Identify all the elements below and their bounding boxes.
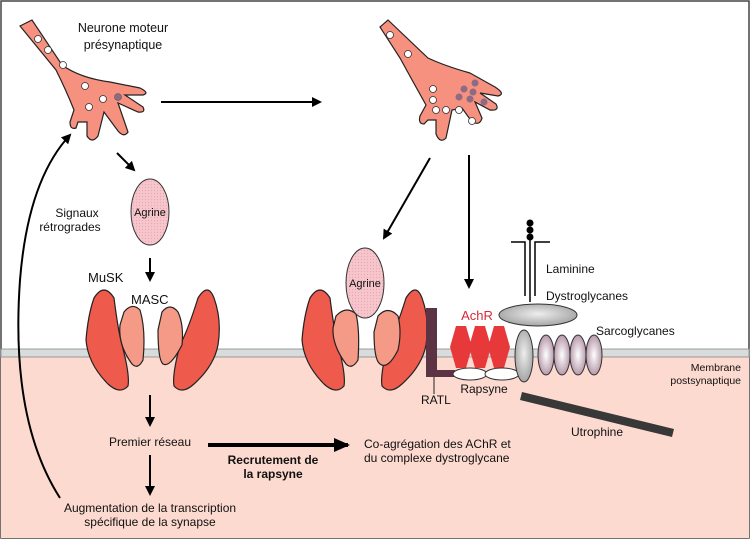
achr-receptors	[450, 326, 510, 368]
neuron-label-line1: Neurone moteur	[78, 21, 168, 35]
coagregation-label-line2: du complexe dystroglycane	[364, 451, 510, 465]
recrutement-label-line1: Recrutement de	[228, 453, 319, 467]
dystroglycanes-label: Dystroglycanes	[546, 289, 628, 303]
signaux-label-line2: rétrogrades	[39, 220, 100, 234]
arrow-retrograde-signals	[17, 133, 72, 499]
agrine-right-label: Agrine	[349, 278, 381, 290]
membrane-label-line1: Membrane	[691, 362, 741, 374]
rapsyne-label: Rapsyne	[460, 382, 508, 396]
masc-label: MASC	[131, 292, 169, 307]
agrine-right	[345, 247, 385, 319]
recrutement-label-line2: la rapsyne	[243, 467, 303, 481]
signaux-label-line1: Signaux	[55, 206, 98, 220]
membrane-label-line2: postsynaptique	[670, 375, 741, 387]
dystroglycane-beta	[514, 329, 534, 383]
utrophine-bar	[520, 392, 674, 437]
utrophine-label: Utrophine	[571, 425, 623, 439]
agrine-left-label: Agrine	[134, 207, 166, 219]
arrow-neuron-to-agrine	[116, 152, 136, 172]
presynaptic-neuron-right	[379, 19, 502, 141]
arrow-neuron-to-agrine-right	[383, 157, 431, 240]
premier-reseau-label: Premier réseau	[109, 435, 191, 449]
presynaptic-neuron-left	[19, 19, 147, 141]
laminine-structure	[511, 219, 550, 302]
coagregation-label-line1: Co-agrégation des AChR et	[364, 437, 511, 451]
sarcoglycanes-label: Sarcoglycanes	[596, 324, 675, 338]
augmentation-label-line1: Augmentation de la transcription	[64, 501, 236, 515]
laminine-label: Laminine	[546, 262, 595, 276]
agrine-left	[130, 178, 170, 246]
sarcoglycanes	[537, 334, 603, 376]
dystroglycane-alpha	[498, 303, 578, 327]
neuron-label-line2: présynaptique	[84, 38, 163, 52]
ratl-protein	[426, 308, 455, 377]
achr-label: AchR	[461, 308, 493, 323]
augmentation-label-line2: spécifique de la synapse	[84, 515, 216, 529]
musk-complex-right	[301, 289, 428, 391]
musk-complex-left	[85, 289, 220, 391]
ratl-label: RATL	[421, 393, 451, 407]
musk-label: MuSK	[88, 270, 124, 285]
